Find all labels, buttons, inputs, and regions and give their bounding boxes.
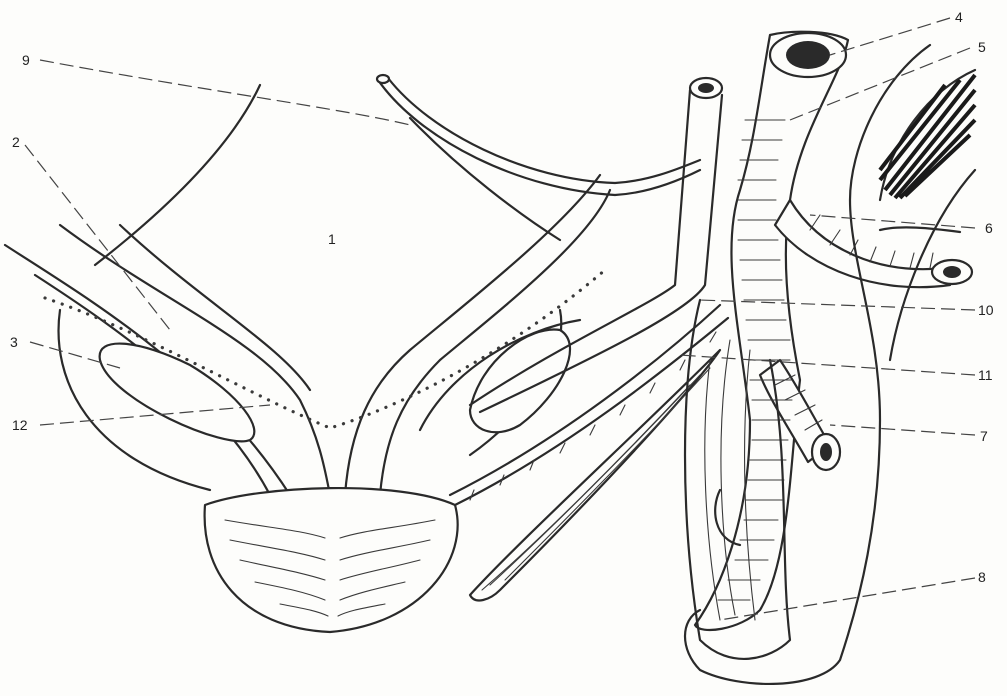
label-6: 6 xyxy=(985,221,993,235)
main-vessel xyxy=(695,32,972,630)
label-3: 3 xyxy=(10,335,18,349)
label-4: 4 xyxy=(955,10,963,24)
label-5: 5 xyxy=(978,40,986,54)
label-1: 1 xyxy=(328,232,336,246)
seminal-vesicle-right xyxy=(470,330,570,433)
label-7: 7 xyxy=(980,429,988,443)
seminal-vesicle-left xyxy=(100,344,255,442)
label-11: 11 xyxy=(978,368,993,382)
right-ducts xyxy=(345,175,610,495)
label-9: 9 xyxy=(22,53,30,67)
label-12: 12 xyxy=(12,418,28,432)
prostate xyxy=(205,488,458,632)
dark-hatching xyxy=(880,70,975,200)
leader-lines xyxy=(25,18,975,620)
label-8: 8 xyxy=(978,570,986,584)
label-2: 2 xyxy=(12,135,20,149)
label-10: 10 xyxy=(978,303,994,317)
